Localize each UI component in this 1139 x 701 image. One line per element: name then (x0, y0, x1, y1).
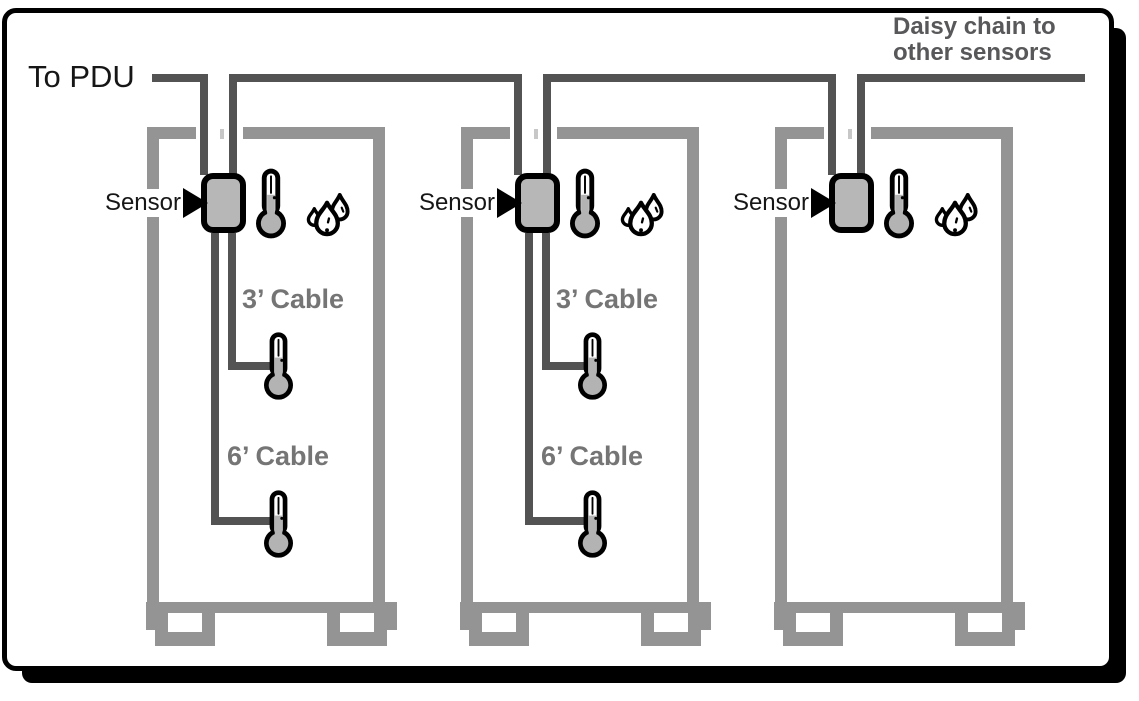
to-pdu-label: To PDU (28, 59, 135, 94)
bus-segment-pdu-to-rack1 (152, 74, 208, 82)
diagram-border-frame (2, 8, 1114, 671)
bus-segment-rack1-to-rack2 (229, 74, 522, 82)
bus-segment-rack3-to-next (857, 74, 1085, 82)
daisy-chain-note-line2: other sensors (893, 39, 1052, 66)
daisy-chain-note-line1: Daisy chain to (893, 13, 1056, 40)
bus-segment-rack2-to-rack3 (543, 74, 836, 82)
daisy-chain-note: Daisy chain to other sensors (893, 14, 1056, 66)
